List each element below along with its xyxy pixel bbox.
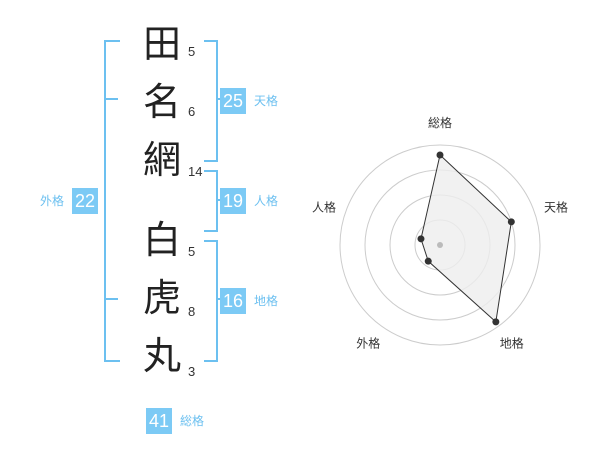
jinkaku-label: 人格 — [254, 194, 279, 208]
radar-point-4 — [424, 257, 432, 265]
name-char-3: 網 — [142, 138, 181, 182]
stroke-count-6: 3 — [188, 364, 196, 379]
radar-point-5 — [417, 235, 425, 243]
stroke-count-1: 5 — [188, 44, 196, 59]
tenkaku-bracket — [204, 40, 218, 162]
radar-point-3 — [492, 318, 500, 326]
radar-ring — [339, 144, 541, 346]
radar-axis-label: 人格 — [312, 199, 336, 214]
gaikaku-bracket — [104, 40, 120, 362]
name-char-1: 田 — [142, 22, 181, 66]
stroke-count-5: 8 — [188, 304, 196, 319]
chikaku-bracket — [204, 240, 218, 362]
radar-axis-label: 地格 — [500, 336, 524, 351]
name-char-4: 白 — [142, 218, 181, 262]
tenkaku-label: 天格 — [254, 94, 279, 108]
name-char-6: 丸 — [142, 334, 181, 378]
name-char-2: 名 — [142, 80, 181, 124]
jinkaku-bracket — [204, 170, 218, 232]
radar-point-1 — [436, 151, 444, 159]
gaikaku-label: 外格 — [40, 194, 65, 208]
bracket-tick — [104, 298, 118, 300]
radar-data-polygon — [420, 154, 512, 323]
radar-axis-label: 総格 — [428, 115, 452, 130]
jinkaku-badge: 19 — [220, 188, 246, 214]
gaikaku-badge: 22 — [72, 188, 98, 214]
name-char-5: 虎 — [142, 276, 181, 320]
radar-axis-label: 天格 — [544, 199, 568, 214]
bracket-tick — [216, 298, 222, 300]
radar-points — [417, 151, 515, 326]
bracket-tick — [104, 98, 118, 100]
stroke-count-2: 6 — [188, 104, 196, 119]
stroke-count-4: 5 — [188, 244, 196, 259]
tenkaku-badge: 25 — [220, 88, 246, 114]
radar-point-2 — [507, 218, 515, 226]
bracket-tick — [216, 98, 222, 100]
soukaku-label: 総格 — [180, 414, 205, 428]
soukaku-badge: 41 — [146, 408, 172, 434]
bracket-tick — [216, 199, 222, 201]
stroke-count-3: 14 — [188, 164, 203, 179]
chikaku-badge: 16 — [220, 288, 246, 314]
radar-axis-label: 外格 — [356, 336, 380, 351]
chikaku-label: 地格 — [254, 294, 279, 308]
radar-center-dot — [437, 242, 443, 248]
